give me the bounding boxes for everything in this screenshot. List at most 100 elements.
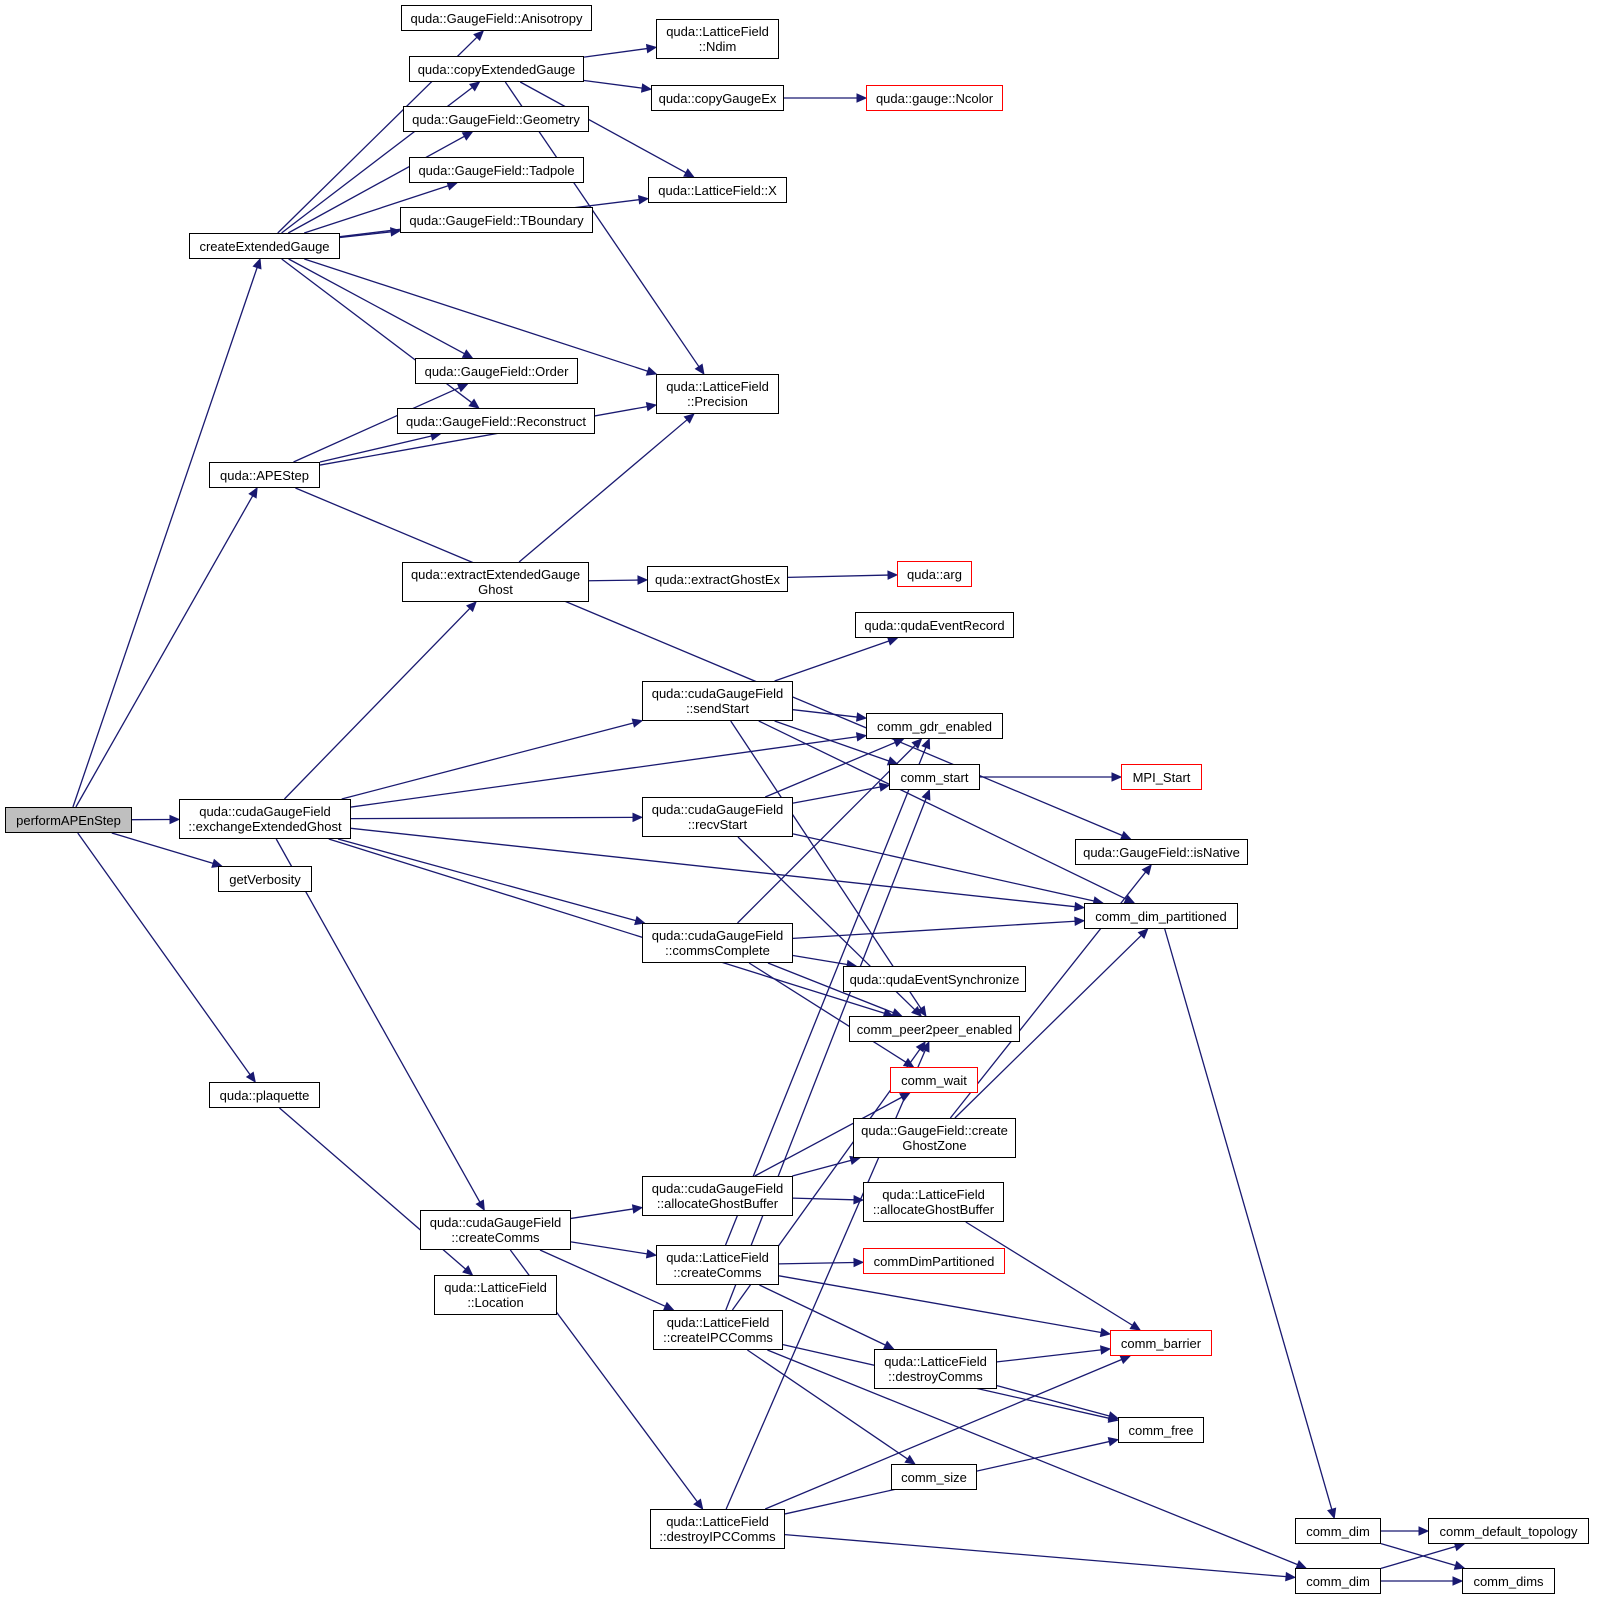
edge-sendStart-to-comm_peer2peer_enabled: [730, 720, 922, 1009]
node-destroyIPCComms[interactable]: quda::LatticeField ::destroyIPCComms: [650, 1509, 785, 1549]
node-createExtendedGauge[interactable]: createExtendedGauge: [189, 233, 340, 259]
edge-performAPEnStep-to-getVerbosity: [111, 832, 214, 865]
edge-performAPEnStep-to-plaquette: [77, 832, 251, 1076]
arrowhead-exchangeExtendedGhost-to-commsComplete: [634, 915, 646, 926]
arrowhead-destroyIPCComms-to-comm_dim_b: [1285, 1571, 1297, 1582]
arrowhead-LFcreateComms-to-comm_barrier: [1099, 1327, 1112, 1338]
node-Geometry[interactable]: quda::GaugeField::Geometry: [403, 106, 589, 132]
node-Precision[interactable]: quda::LatticeField ::Precision: [656, 374, 779, 414]
edge-commsComplete-to-qudaEventSynchronize: [792, 954, 848, 966]
edge-createIPCComms-to-comm_dim_b: [767, 1349, 1298, 1566]
node-qudaEventRecord[interactable]: quda::qudaEventRecord: [855, 612, 1014, 638]
arrowhead-destroyIPCComms-to-comm_peer2peer_enabled: [920, 1040, 930, 1053]
arrowhead-copyExtendedGauge-to-Precision: [694, 363, 705, 376]
edge-allocateGhostBufferL-to-comm_barrier: [965, 1221, 1133, 1326]
node-qudaEventSynchronize[interactable]: quda::qudaEventSynchronize: [843, 966, 1026, 992]
edge-createGhostZone-to-comm_dim_partitioned: [954, 934, 1142, 1119]
edge-LFcreateComms-to-comm_gdr_enabled: [724, 747, 927, 1246]
arrowhead-plaquette-to-Location: [462, 1265, 474, 1276]
node-comm_size[interactable]: comm_size: [891, 1464, 977, 1490]
node-plaquette[interactable]: quda::plaquette: [209, 1082, 320, 1108]
node-copyExtendedGauge[interactable]: quda::copyExtendedGauge: [409, 56, 584, 82]
arrowhead-createComms-to-destroyIPCComms: [693, 1498, 704, 1510]
node-allocateGhostBufferC[interactable]: quda::cudaGaugeField ::allocateGhostBuff…: [642, 1176, 793, 1216]
node-comm_dim_a[interactable]: comm_dim: [1295, 1518, 1381, 1544]
arrowhead-createIPCComms-to-comm_start: [921, 788, 931, 801]
arrowhead-destroyComms-to-comm_barrier: [1100, 1345, 1112, 1355]
arrowhead-createComms-to-LFcreateComms: [645, 1249, 658, 1259]
node-Location[interactable]: quda::LatticeField ::Location: [434, 1275, 557, 1315]
node-APEStep[interactable]: quda::APEStep: [209, 462, 320, 488]
edge-LFcreateComms-to-comm_barrier: [778, 1275, 1102, 1334]
edge-extractExtendedGaugeGhost-to-extractGhostEx: [588, 579, 639, 582]
arrowhead-createExtendedGauge-to-Precision: [645, 366, 658, 376]
node-extractGhostEx[interactable]: quda::extractGhostEx: [647, 566, 788, 592]
arrowhead-performAPEnStep-to-exchangeExtendedGhost: [169, 814, 181, 825]
node-createGhostZone[interactable]: quda::GaugeField::create GhostZone: [853, 1118, 1016, 1158]
arrowhead-createGhostZone-to-isNative: [1141, 864, 1152, 876]
arrowhead-createExtendedGauge-to-Tadpole: [446, 181, 458, 191]
edge-copyExtendedGauge-to-Ndim: [583, 47, 648, 58]
node-Reconstruct[interactable]: quda::GaugeField::Reconstruct: [397, 408, 595, 434]
node-TBoundary[interactable]: quda::GaugeField::TBoundary: [400, 207, 593, 233]
node-comm_wait[interactable]: comm_wait: [890, 1067, 978, 1093]
edge-destroyComms-to-comm_free: [996, 1385, 1110, 1417]
node-createComms[interactable]: quda::cudaGaugeField ::createComms: [420, 1210, 571, 1250]
edge-copyExtendedGauge-to-copyGaugeEx: [583, 79, 643, 89]
node-allocateGhostBufferL[interactable]: quda::LatticeField ::allocateGhostBuffer: [863, 1182, 1004, 1222]
node-comm_gdr_enabled[interactable]: comm_gdr_enabled: [866, 713, 1003, 739]
edge-createExtendedGauge-to-Order: [288, 258, 465, 355]
node-comm_dims[interactable]: comm_dims: [1462, 1568, 1555, 1594]
edge-LFcreateComms-to-commDimPartitioned: [778, 1261, 855, 1265]
node-comm_dim_b[interactable]: comm_dim: [1295, 1568, 1381, 1594]
arrowhead-allocateGhostBufferL-to-comm_barrier: [1129, 1320, 1142, 1331]
node-commsComplete[interactable]: quda::cudaGaugeField ::commsComplete: [642, 923, 793, 963]
edge-exchangeExtendedGhost-to-comm_gdr_enabled: [350, 736, 858, 808]
node-comm_barrier[interactable]: comm_barrier: [1110, 1330, 1212, 1356]
edge-extractGhostEx-to-arg: [787, 574, 889, 579]
node-arg[interactable]: quda::arg: [897, 561, 972, 587]
node-copyGaugeEx[interactable]: quda::copyGaugeEx: [651, 85, 784, 111]
edge-exchangeExtendedGhost-to-commsComplete: [337, 838, 637, 922]
node-comm_peer2peer_enabled[interactable]: comm_peer2peer_enabled: [849, 1016, 1020, 1042]
node-Ndim[interactable]: quda::LatticeField ::Ndim: [656, 19, 779, 59]
arrowhead-exchangeExtendedGhost-to-comm_gdr_enabled: [855, 732, 868, 742]
arrowhead-extractExtendedGaugeGhost-to-extractGhostEx: [637, 575, 649, 585]
node-getVerbosity[interactable]: getVerbosity: [218, 866, 312, 892]
node-destroyComms[interactable]: quda::LatticeField ::destroyComms: [874, 1349, 997, 1389]
node-Anisotropy[interactable]: quda::GaugeField::Anisotropy: [401, 5, 592, 31]
node-createIPCComms[interactable]: quda::LatticeField ::createIPCComms: [653, 1310, 783, 1350]
edge-exchangeExtendedGhost-to-comm_dim_partitioned: [350, 827, 1076, 908]
node-sendStart[interactable]: quda::cudaGaugeField ::sendStart: [642, 681, 793, 721]
node-Order[interactable]: quda::GaugeField::Order: [415, 358, 578, 384]
arrowhead-performAPEnStep-to-plaquette: [245, 1071, 256, 1084]
node-isNative[interactable]: quda::GaugeField::isNative: [1075, 839, 1248, 865]
node-comm_start[interactable]: comm_start: [889, 764, 980, 790]
node-comm_free[interactable]: comm_free: [1118, 1417, 1204, 1443]
node-comm_dim_partitioned[interactable]: comm_dim_partitioned: [1084, 903, 1238, 929]
arrowhead-performAPEnStep-to-createExtendedGauge: [252, 257, 262, 270]
edge-comm_dim_a-to-comm_dims: [1380, 1542, 1456, 1567]
node-Tadpole[interactable]: quda::GaugeField::Tadpole: [409, 157, 584, 183]
arrowhead-createExtendedGauge-to-Order: [461, 349, 474, 359]
node-extractExtendedGaugeGhost[interactable]: quda::extractExtendedGauge Ghost: [402, 562, 589, 602]
edge-allocateGhostBufferC-to-createGhostZone: [792, 1159, 852, 1177]
node-performAPEnStep: performAPEnStep: [5, 807, 132, 833]
node-LatticeX[interactable]: quda::LatticeField::X: [648, 177, 787, 203]
node-Ncolor[interactable]: quda::gauge::Ncolor: [866, 85, 1003, 111]
arrowhead-comm_dim_a-to-comm_default_topology: [1418, 1526, 1430, 1536]
node-commDimPartitioned[interactable]: commDimPartitioned: [863, 1248, 1005, 1274]
arrowhead-sendStart-to-qudaEventRecord: [886, 636, 899, 646]
edge-commsComplete-to-comm_peer2peer_enabled: [767, 962, 894, 1014]
edge-sendStart-to-qudaEventRecord: [774, 640, 890, 682]
node-exchangeExtendedGhost[interactable]: quda::cudaGaugeField ::exchangeExtendedG…: [179, 799, 351, 839]
arrowhead-exchangeExtendedGhost-to-createComms: [475, 1199, 485, 1212]
node-recvStart[interactable]: quda::cudaGaugeField ::recvStart: [642, 797, 793, 837]
arrowhead-recvStart-to-comm_peer2peer_enabled: [911, 1005, 923, 1017]
arrowhead-createExtendedGauge-to-Reconstruct: [468, 398, 480, 409]
node-LFcreateComms[interactable]: quda::LatticeField ::createComms: [656, 1245, 779, 1285]
node-MPI_Start[interactable]: MPI_Start: [1121, 764, 1202, 790]
node-comm_default_topology[interactable]: comm_default_topology: [1428, 1518, 1589, 1544]
